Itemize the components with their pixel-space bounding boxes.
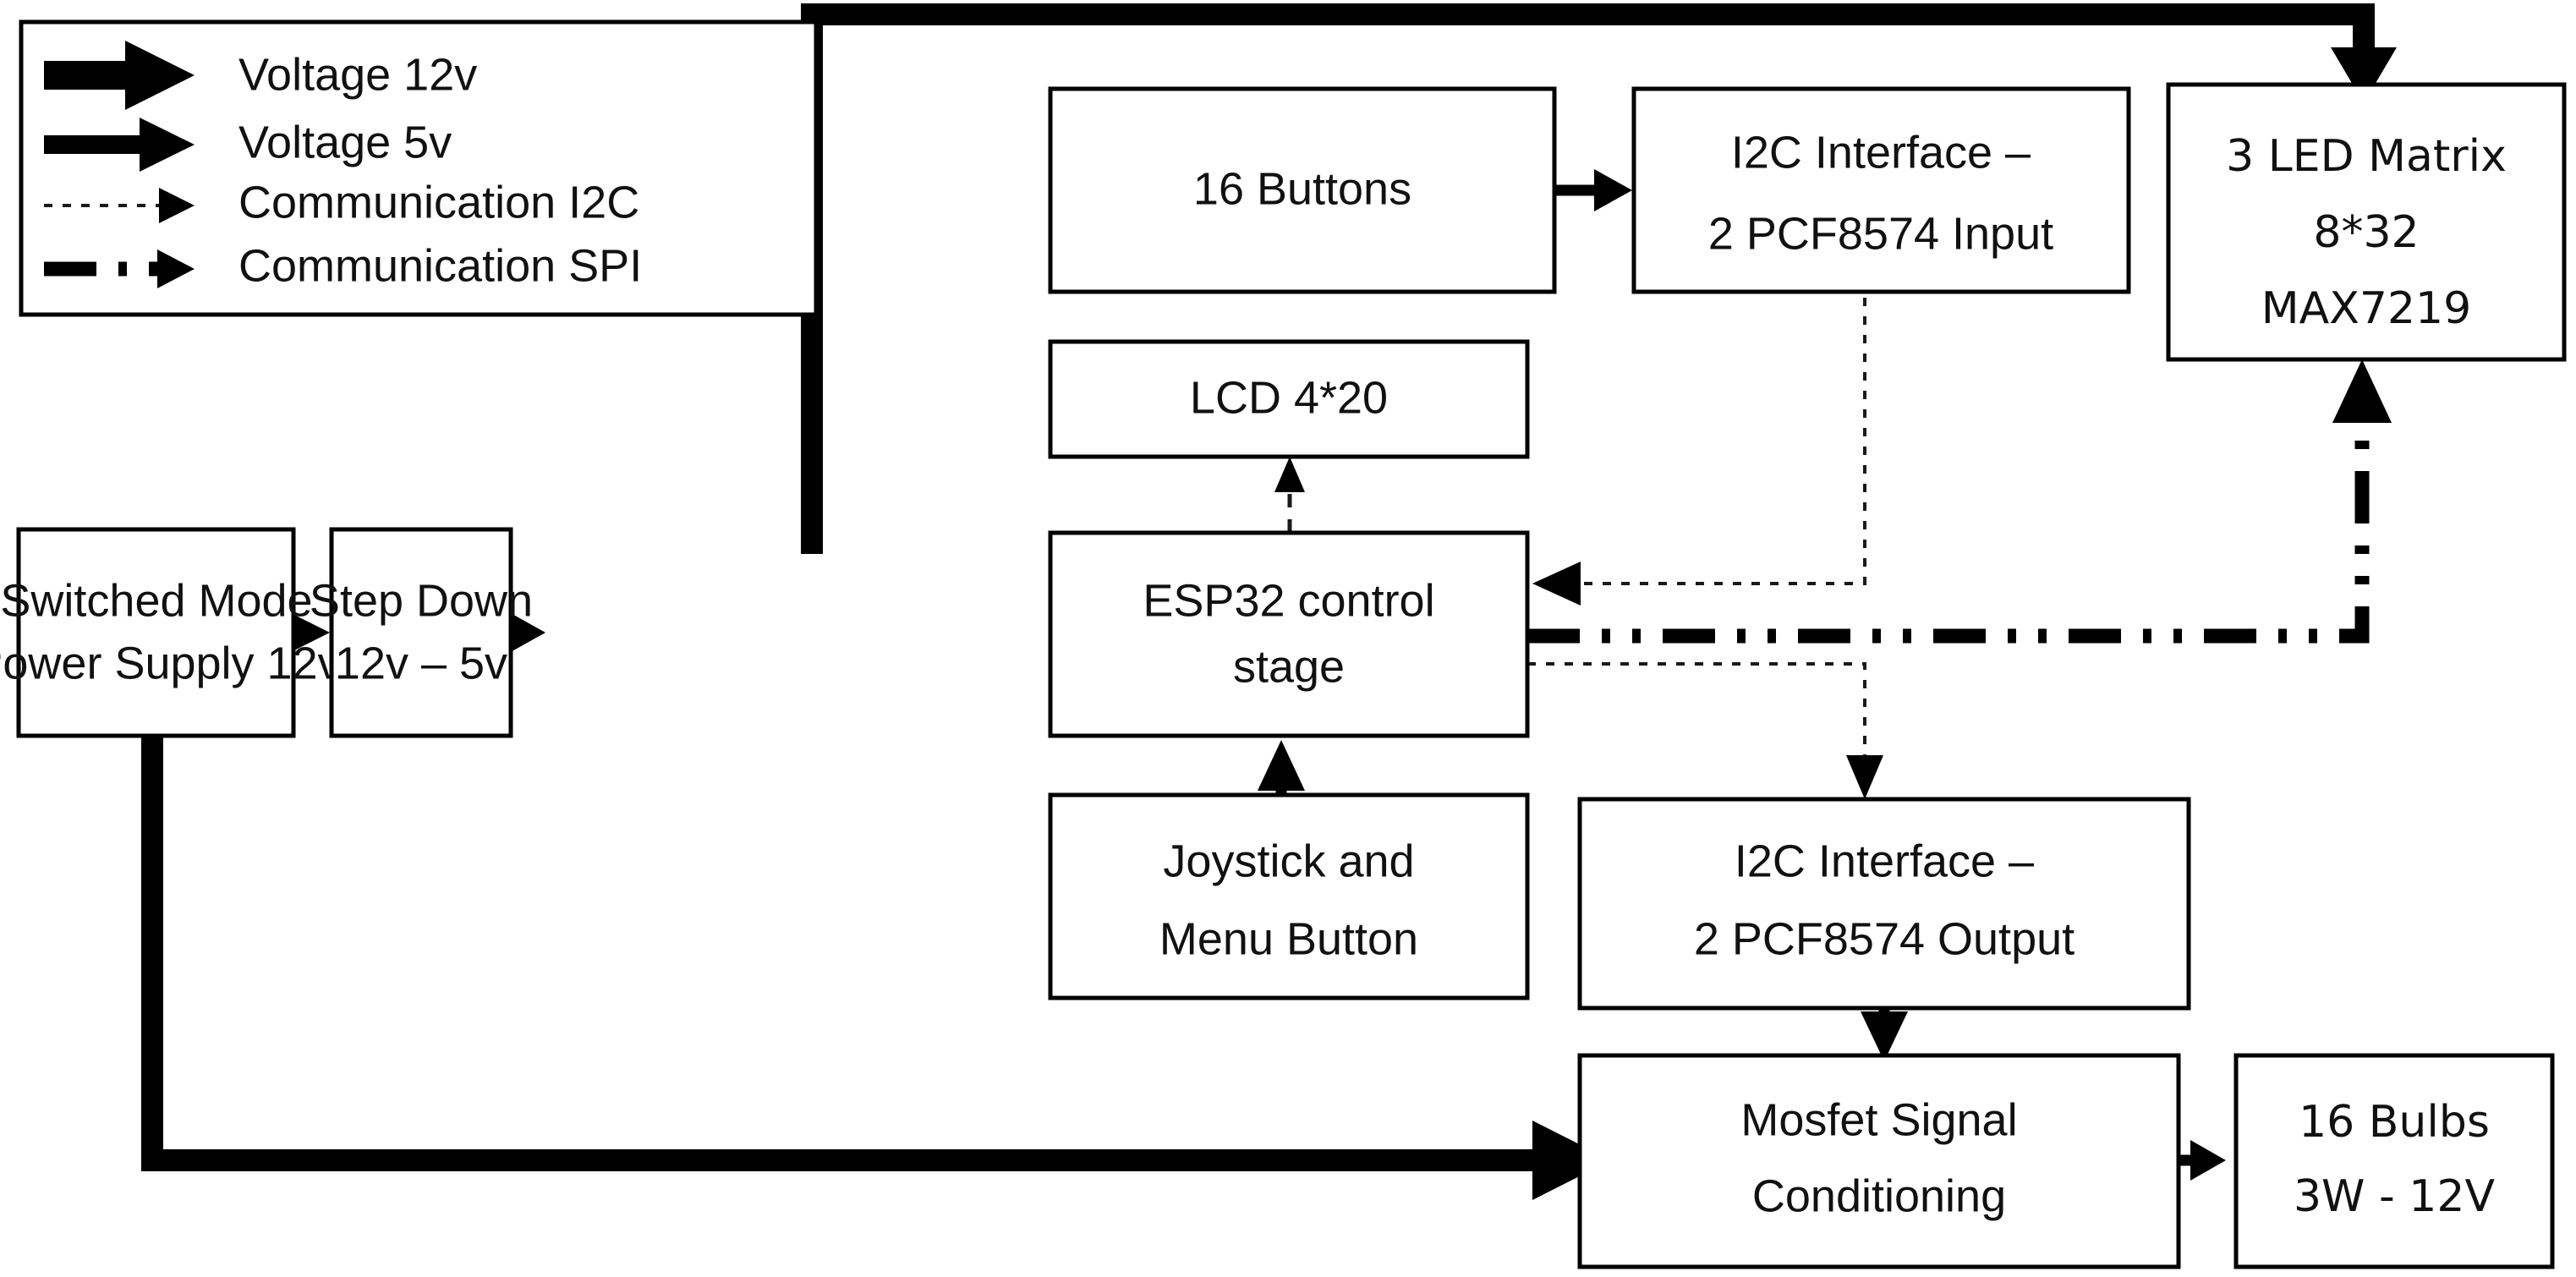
block-stepdown-line-1: Step Down <box>310 575 533 626</box>
block-bulbs-line-1: 16 Bulbs <box>2299 1097 2490 1148</box>
block-led-line-3: MAX7219 <box>2261 283 2471 334</box>
block-16-buttons[interactable]: 16 Buttons <box>1048 86 1557 294</box>
wire-i2c-esp32-to-lcd <box>1274 457 1305 533</box>
legend-label-communication-spi: Communication SPI <box>238 240 642 291</box>
arrowhead-spi-led <box>2332 359 2392 423</box>
arrowhead-12v-mosfet <box>1532 1121 1611 1200</box>
legend: Voltage 12v Voltage 5v Communication I2C <box>19 19 819 317</box>
wire-12v-smps-to-mosfet <box>141 736 1611 1200</box>
block-switched-mode-power-supply[interactable]: Switched Mode Power Supply 12v <box>0 527 341 738</box>
block-esp32-line-2: stage <box>1233 641 1345 692</box>
medium-arrow-icon <box>44 118 195 172</box>
arrowhead-i2c-lcd <box>1274 457 1305 492</box>
dashed-arrow-icon <box>44 188 195 223</box>
block-smps-line-2: Power Supply 12v <box>0 638 341 688</box>
arrowhead-i2cout-mosfet <box>1861 1011 1908 1061</box>
wire-5v-joystick-to-esp32 <box>1258 740 1305 795</box>
block-esp32-line-1: ESP32 control <box>1143 575 1434 626</box>
legend-label-voltage-5v: Voltage 5v <box>238 117 452 167</box>
block-i2cin-line-2: 2 PCF8574 Input <box>1708 208 2053 259</box>
arrowhead-5v-led <box>2331 47 2397 103</box>
wire-5v-i2cout-to-mosfet <box>1861 1008 1908 1061</box>
block-i2cout-line-1: I2C Interface – <box>1735 836 2034 886</box>
arrowhead-buttons-i2cin <box>1594 169 1632 211</box>
legend-item-voltage-5v: Voltage 5v <box>44 117 452 172</box>
block-led-matrix[interactable]: 3 LED Matrix 8*32 MAX7219 <box>2166 82 2567 362</box>
block-joystick-line-2: Menu Button <box>1159 913 1418 964</box>
legend-label-communication-i2c: Communication I2C <box>238 177 639 227</box>
arrowhead-i2c-esp32 <box>1532 562 1581 606</box>
legend-item-communication-i2c: Communication I2C <box>44 177 639 227</box>
arrowhead-i2c-i2cout <box>1846 755 1883 799</box>
block-lcd-line-1: LCD 4*20 <box>1190 372 1388 423</box>
block-joystick-menu-button[interactable]: Joystick and Menu Button <box>1048 792 1530 1000</box>
block-buttons-line-1: 16 Buttons <box>1193 163 1411 214</box>
block-i2cin-line-1: I2C Interface – <box>1731 127 2031 178</box>
legend-label-voltage-12v: Voltage 12v <box>238 49 477 100</box>
arrowhead-5v-esp32 <box>509 612 545 653</box>
block-joystick-line-1: Joystick and <box>1163 836 1414 886</box>
block-mosfet-line-1: Mosfet Signal <box>1740 1094 2017 1145</box>
wire-12v-mosfet-to-bulbs <box>2179 1140 2226 1181</box>
arrowhead-joystick-esp32 <box>1258 740 1305 791</box>
block-16-bulbs[interactable]: 16 Bulbs 3W - 12V <box>2233 1053 2555 1269</box>
block-i2c-interface-output[interactable]: I2C Interface – 2 PCF8574 Output <box>1577 797 2191 1011</box>
block-mosfet-signal-conditioning[interactable]: Mosfet Signal Conditioning <box>1577 1053 2181 1269</box>
block-step-down[interactable]: Step Down 12v – 5v <box>310 527 533 738</box>
block-esp32-control-stage[interactable]: ESP32 control stage <box>1048 530 1530 738</box>
thick-arrow-icon <box>44 41 195 110</box>
wire-5v-buttons-to-i2cin <box>1556 169 1632 211</box>
block-i2c-interface-input[interactable]: I2C Interface – 2 PCF8574 Input <box>1631 86 2131 294</box>
block-i2cout-line-2: 2 PCF8574 Output <box>1694 913 2075 964</box>
block-smps-line-1: Switched Mode <box>0 575 312 626</box>
dash-dot-arrow-icon <box>44 249 195 288</box>
block-stepdown-line-2: 12v – 5v <box>335 638 507 688</box>
legend-item-communication-spi: Communication SPI <box>44 240 642 291</box>
block-led-line-2: 8*32 <box>2313 207 2419 258</box>
block-lcd[interactable]: LCD 4*20 <box>1048 339 1530 459</box>
wire-i2c-esp32-to-i2cout <box>1527 662 1883 799</box>
arrowhead-mosfet-bulbs <box>2190 1140 2226 1181</box>
wire-spi-esp32-to-led <box>1527 359 2392 644</box>
legend-item-voltage-12v: Voltage 12v <box>44 41 477 110</box>
block-bulbs-line-2: 3W - 12V <box>2294 1171 2495 1222</box>
block-mosfet-line-2: Conditioning <box>1752 1170 2006 1221</box>
wire-i2c-i2cin-to-esp32 <box>1532 279 1866 606</box>
block-led-line-1: 3 LED Matrix <box>2226 131 2507 182</box>
